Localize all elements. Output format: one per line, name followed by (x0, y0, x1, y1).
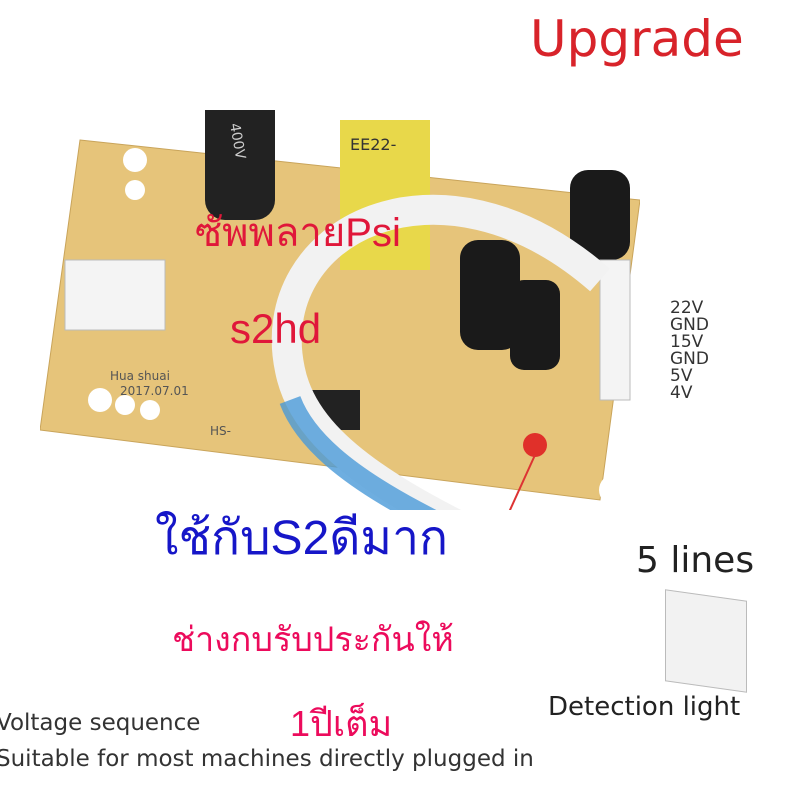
suitability-caption: Suitable for most machines directly plug… (0, 746, 534, 772)
pin-label: 15V (670, 332, 704, 352)
lines-label: 5 lines (636, 540, 755, 581)
capacitor (460, 240, 520, 350)
capacitor-label: 400V (226, 122, 248, 161)
cable-plug (665, 589, 747, 693)
blue-cable (279, 395, 437, 510)
detection-led (523, 433, 547, 457)
pin-labels: 22V GND 15V GND 5V 4V (670, 300, 709, 402)
capacitor (570, 170, 630, 260)
pin-label: 5V (670, 366, 693, 386)
pin-label: GND (670, 315, 709, 335)
pin-label: 4V (670, 383, 693, 403)
mounting-holes (88, 148, 631, 506)
warranty-line2: 1ปีเต็ม (290, 703, 393, 744)
warranty-line1: ช่างกบรับประกันให้ (172, 621, 454, 659)
capacitor-large (205, 110, 275, 220)
detection-light-label: Detection light (548, 692, 741, 722)
maker-label: Hua shuai (110, 369, 170, 383)
product-title: ซัพพลายPsi (195, 211, 401, 255)
date-label: 2017.07.01 (120, 384, 189, 398)
pin-label: GND (670, 349, 709, 369)
pointer-line (508, 454, 536, 510)
model-label: s2hd (230, 305, 322, 352)
input-connector (64, 259, 166, 331)
output-connector (599, 259, 631, 401)
upgrade-label: Upgrade (530, 10, 744, 68)
transformer-label: EE22- (350, 135, 396, 154)
compatibility-label: ใช้กับS2ดีมาก (155, 512, 449, 565)
board-code: HS- (210, 424, 231, 438)
voltage-sequence-caption: Voltage sequence (0, 710, 201, 736)
white-cable (271, 195, 610, 510)
power-supply-board: 400V EE22- Hua shuai 2017.07.01 HS- (40, 110, 640, 510)
pin-label: 22V (670, 298, 704, 318)
capacitor (510, 280, 560, 370)
